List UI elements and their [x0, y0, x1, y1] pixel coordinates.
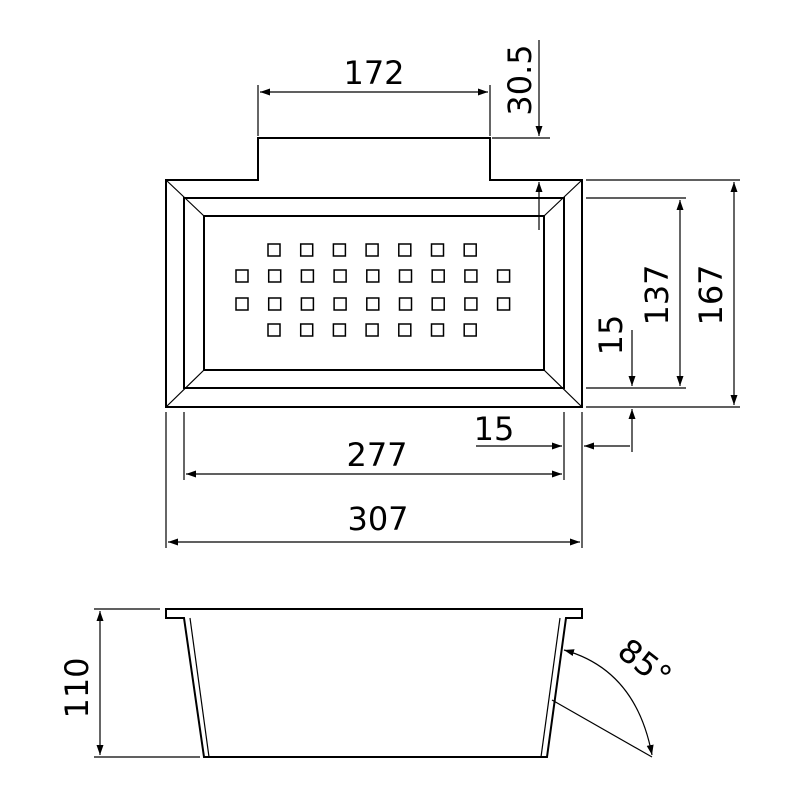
inner-wall-left	[189, 617, 210, 758]
drain-hole	[300, 297, 315, 311]
dim-inner-height: 137	[586, 197, 686, 389]
drain-holes	[235, 243, 511, 337]
bevel-bl	[165, 369, 205, 408]
dim-top-offset: 30.5	[492, 40, 550, 230]
dim-307-label: 307	[347, 500, 408, 538]
drain-hole	[464, 297, 478, 311]
drain-hole	[463, 243, 477, 257]
drain-hole	[235, 269, 249, 283]
drain-hole	[464, 269, 478, 283]
drain-hole	[366, 269, 380, 283]
drain-hole	[496, 297, 511, 311]
dim-top-width: 172	[257, 54, 491, 136]
dim-rim: 15	[474, 410, 630, 548]
drain-hole	[333, 269, 347, 283]
drain-hole	[267, 243, 281, 257]
drain-hole	[333, 297, 347, 311]
bevel-tl	[165, 179, 205, 217]
bevel-tr	[543, 179, 583, 217]
dim-137-label: 137	[638, 264, 676, 325]
dim-30-5-label: 30.5	[501, 44, 539, 115]
drain-hole	[431, 269, 445, 283]
dim-15-vertical-label: 15	[592, 315, 630, 356]
rim-frame	[183, 197, 565, 389]
bevel-br	[543, 369, 583, 408]
dim-outer-height: 167	[586, 179, 740, 408]
dim-110-label: 110	[58, 657, 96, 718]
side-view	[165, 608, 583, 758]
dim-167-label: 167	[692, 264, 730, 325]
dim-15-horizontal-label: 15	[474, 410, 515, 448]
drain-hole	[299, 243, 314, 257]
drain-hole	[365, 323, 379, 337]
angle-label: 85°	[611, 631, 679, 696]
side-outline	[165, 608, 583, 758]
inner-wall-right	[540, 617, 561, 758]
drain-hole	[431, 297, 445, 311]
inner-frame	[203, 215, 545, 371]
top-view	[165, 137, 583, 408]
dim-outer-width: 307	[165, 412, 580, 548]
drain-hole	[430, 323, 445, 337]
drain-hole	[299, 323, 314, 337]
drain-hole	[267, 297, 282, 311]
drain-hole	[300, 269, 315, 283]
drain-hole	[332, 323, 347, 337]
outer-outline	[165, 137, 583, 408]
drain-hole	[398, 323, 412, 337]
drain-hole	[398, 243, 412, 257]
drain-hole	[366, 297, 380, 311]
dim-inner-width: 277	[183, 412, 562, 480]
dim-angle: 85°	[551, 631, 679, 758]
dim-172-label: 172	[343, 54, 404, 92]
drain-hole	[365, 243, 379, 257]
dim-rim-side: 15	[592, 315, 636, 452]
dim-277-label: 277	[346, 436, 407, 474]
drain-hole	[332, 243, 347, 257]
drain-hole	[430, 243, 445, 257]
drain-hole	[496, 269, 511, 283]
drain-hole	[463, 323, 477, 337]
drain-hole	[398, 269, 413, 283]
drain-hole	[398, 297, 413, 311]
drain-hole	[267, 269, 282, 283]
drain-hole	[235, 297, 249, 311]
dim-depth: 110	[58, 608, 200, 758]
drain-hole	[267, 323, 281, 337]
